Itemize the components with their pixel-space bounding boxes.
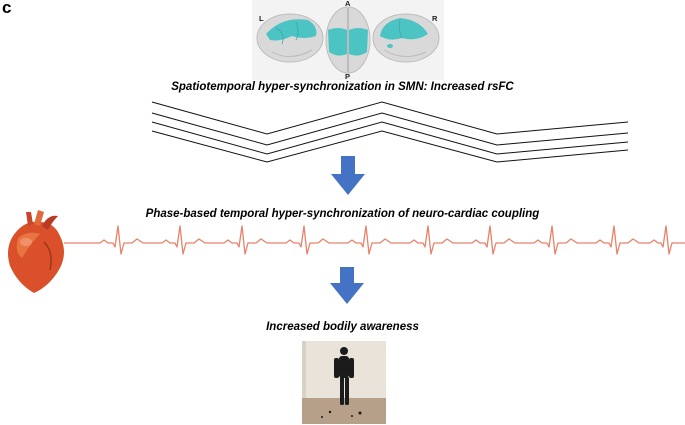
brain-label-anterior: A — [345, 0, 351, 8]
caption-smn-synchronization: Spatiotemporal hyper-synchronization in … — [171, 81, 514, 93]
caption-bodily-awareness: Increased bodily awareness — [266, 321, 419, 333]
heart-icon — [8, 210, 64, 293]
brain-label-posterior: P — [345, 72, 351, 81]
ecg-trace — [64, 225, 685, 255]
top-view-brain — [325, 6, 371, 74]
brain-render — [256, 6, 440, 74]
right-hemisphere — [372, 13, 440, 63]
panel-label: c — [2, 0, 12, 17]
down-arrow-2 — [330, 267, 364, 304]
brain-label-right: R — [432, 14, 438, 23]
brain-label-left: L — [259, 14, 264, 23]
brain-image: L A R P — [252, 0, 444, 81]
caption-neuro-cardiac-coupling: Phase-based temporal hyper-synchronizati… — [145, 208, 540, 220]
down-arrow-1 — [331, 156, 365, 195]
human-figure-sculpture — [321, 347, 362, 418]
left-hemisphere — [256, 13, 324, 63]
signal-line-3 — [151, 121, 629, 155]
sculpture-photo — [302, 341, 386, 424]
signal-line-2 — [151, 112, 629, 146]
signal-line-1 — [151, 101, 629, 135]
signal-line-4 — [151, 130, 629, 163]
